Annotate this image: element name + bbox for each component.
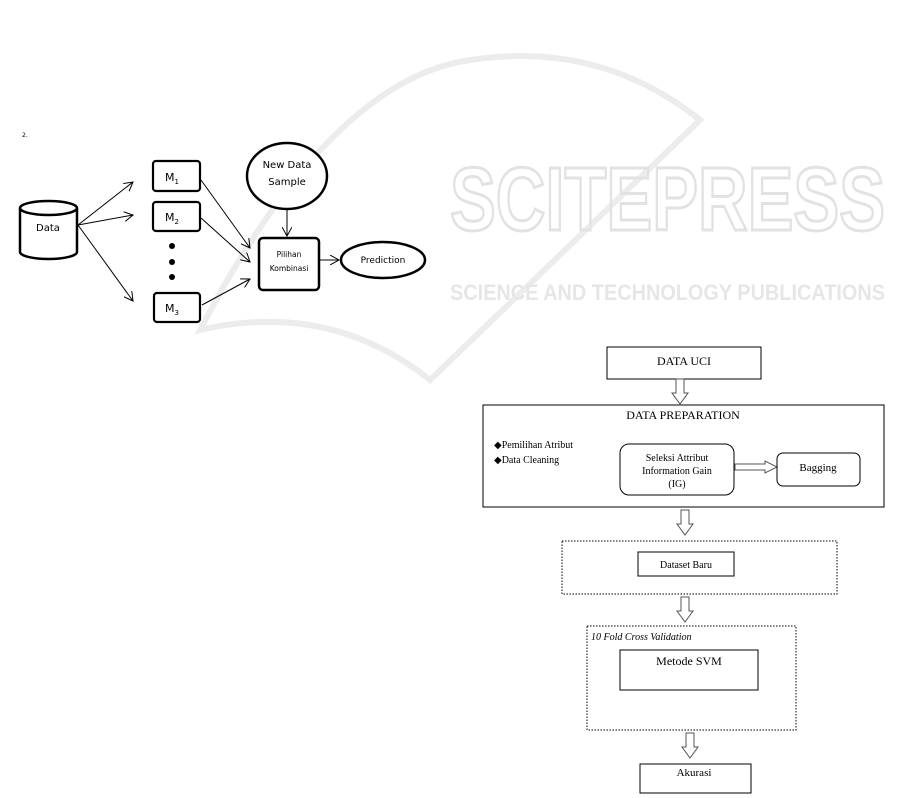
dataset-baru-label: Dataset Baru xyxy=(660,560,712,571)
svg-text:New Data: New Data xyxy=(263,160,312,171)
new-dataset-group: Dataset Baru xyxy=(561,540,838,595)
down-arrow-icon xyxy=(676,509,694,536)
down-arrow-icon xyxy=(681,732,699,759)
information-gain-box: Seleksi Attribut Information Gain (IG) xyxy=(619,443,735,496)
svg-text:Akurasi: Akurasi xyxy=(677,767,712,779)
ellipsis-dot xyxy=(169,274,175,280)
figure-marker: 2. xyxy=(22,132,28,139)
svg-text:Sample: Sample xyxy=(268,177,306,188)
svg-text:M1: M1 xyxy=(165,171,179,186)
new-data-sample-ellipse: New Data Sample xyxy=(245,141,329,211)
model-box-3: M3 xyxy=(152,291,202,324)
prediction-ellipse: Prediction xyxy=(339,240,427,280)
svg-text:◆Data Cleaning: ◆Data Cleaning xyxy=(494,455,559,466)
svg-text:(IG): (IG) xyxy=(668,479,685,490)
ensemble-diagram: 2. Data M1 M2 M3 New Data Samp xyxy=(18,132,427,324)
ellipsis-dot xyxy=(169,243,175,249)
svg-text:Pilihan: Pilihan xyxy=(277,250,302,259)
svg-text:Information Gain: Information Gain xyxy=(642,466,712,477)
ellipsis-dot xyxy=(169,259,175,265)
down-arrow-icon xyxy=(676,596,694,623)
right-arrow-icon xyxy=(734,460,779,474)
data-label: Data xyxy=(36,223,60,234)
cross-validation-group: 10 Fold Cross Validation Metode SVM xyxy=(586,625,797,731)
model-box-1: M1 xyxy=(151,159,202,193)
svm-label: Metode SVM xyxy=(656,654,722,668)
down-arrow-icon xyxy=(671,378,689,405)
data-cylinder: Data xyxy=(18,199,79,261)
model-box-2: M2 xyxy=(151,200,202,233)
bagging-box: Bagging xyxy=(776,452,861,487)
data-preparation-box: DATA PREPARATION ◆Pemilihan Atribut ◆Dat… xyxy=(482,404,885,508)
svg-text:Seleksi Attribut: Seleksi Attribut xyxy=(646,453,709,464)
svg-text:M2: M2 xyxy=(165,211,179,226)
svg-text:M3: M3 xyxy=(165,302,179,317)
watermark: SCITEPRESS SCIENCE AND TECHNOLOGY PUBLIC… xyxy=(194,53,887,384)
svg-text:◆Pemilihan Atribut: ◆Pemilihan Atribut xyxy=(494,440,573,451)
cv-label: 10 Fold Cross Validation xyxy=(591,632,691,643)
watermark-brand: SCITEPRESS xyxy=(450,150,885,250)
svg-text:Prediction: Prediction xyxy=(361,256,406,266)
svg-text:Kombinasi: Kombinasi xyxy=(270,264,309,273)
watermark-tagline: SCIENCE AND TECHNOLOGY PUBLICATIONS xyxy=(450,280,885,305)
svg-text:DATA PREPARATION: DATA PREPARATION xyxy=(626,408,740,422)
svg-text:Bagging: Bagging xyxy=(799,462,837,474)
data-uci-box: DATA UCI xyxy=(606,346,762,380)
combination-box: Pilihan Kombinasi xyxy=(257,236,321,292)
accuracy-box: Akurasi xyxy=(639,763,752,794)
svg-text:DATA UCI: DATA UCI xyxy=(657,354,711,368)
flow-diagram: DATA UCI DATA PREPARATION ◆Pemilihan Atr… xyxy=(482,346,885,794)
